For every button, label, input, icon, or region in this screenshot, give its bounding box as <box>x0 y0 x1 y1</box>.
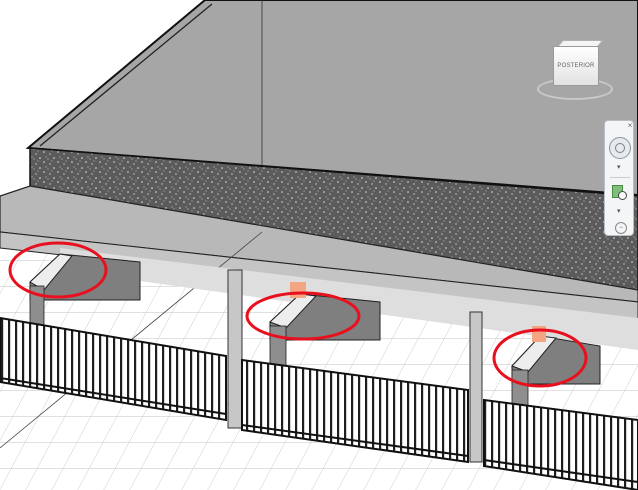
chevron-down-icon[interactable]: ▾ <box>617 164 621 171</box>
viewcube-face-label[interactable]: POSTERIOR <box>553 46 599 86</box>
chevron-down-icon[interactable]: ▾ <box>617 208 621 215</box>
railing-segment-1 <box>0 316 227 422</box>
viewcube[interactable]: POSTERIOR <box>531 38 621 104</box>
navbar-options-icon[interactable]: − <box>615 222 627 234</box>
railing-3-bottom-rail <box>483 459 638 483</box>
railing-2-bottom-rail <box>241 424 469 457</box>
railing-segment-3 <box>483 398 638 490</box>
parapet-concrete-band <box>29 147 638 293</box>
highlight-circle-1 <box>8 241 108 299</box>
canopy-slab-edge <box>0 231 638 321</box>
highlight-circle-2 <box>245 291 361 341</box>
railing-segment-2 <box>241 358 469 464</box>
railing-1-bottom-rail <box>0 377 227 415</box>
navbar-divider <box>610 177 630 178</box>
canopy-slab <box>0 185 638 303</box>
column-right <box>469 311 483 463</box>
roof-inner-edge <box>39 3 213 147</box>
navigation-bar: × ▾ ▾ − <box>604 120 634 236</box>
close-icon[interactable]: × <box>627 121 633 130</box>
steering-wheel-icon[interactable] <box>609 137 631 159</box>
column-left <box>227 269 243 429</box>
zoom-region-icon[interactable] <box>612 185 628 201</box>
highlight-circle-3 <box>492 328 588 388</box>
